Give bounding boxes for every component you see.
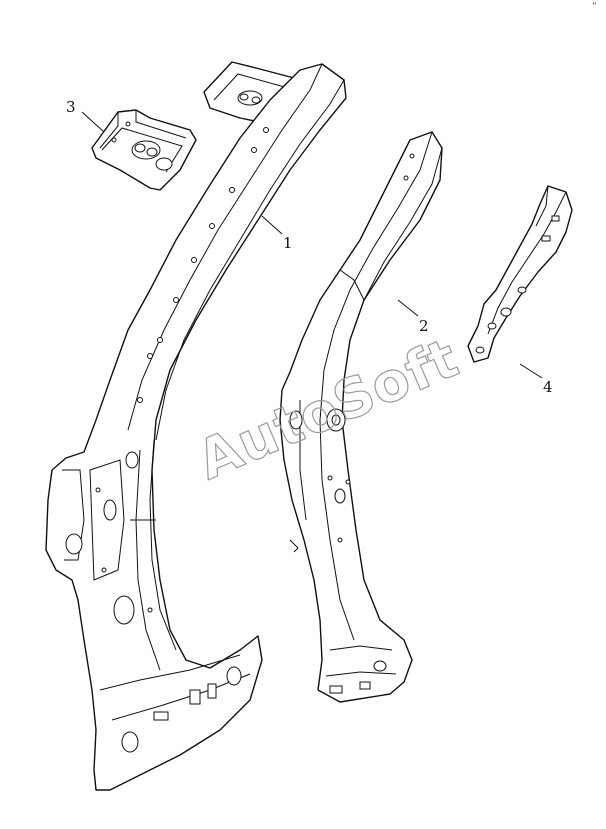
- callout-2-label: 2: [419, 317, 429, 335]
- callout-4-label: 4: [543, 378, 553, 396]
- callout-3-label: 3: [66, 98, 76, 116]
- part-3-bracket: [91, 109, 197, 191]
- callout-3: 3: [66, 98, 105, 133]
- callout-1: 1: [261, 215, 293, 252]
- corner-mark: ”: [592, 2, 597, 12]
- callout-1-label: 1: [283, 234, 293, 252]
- part-2-b-pillar: [279, 131, 443, 703]
- part-1-a-pillar-inner: [45, 61, 347, 791]
- callout-2: 2: [397, 299, 429, 335]
- part-4-reinforcement: [467, 185, 573, 363]
- callout-4: 4: [519, 363, 553, 396]
